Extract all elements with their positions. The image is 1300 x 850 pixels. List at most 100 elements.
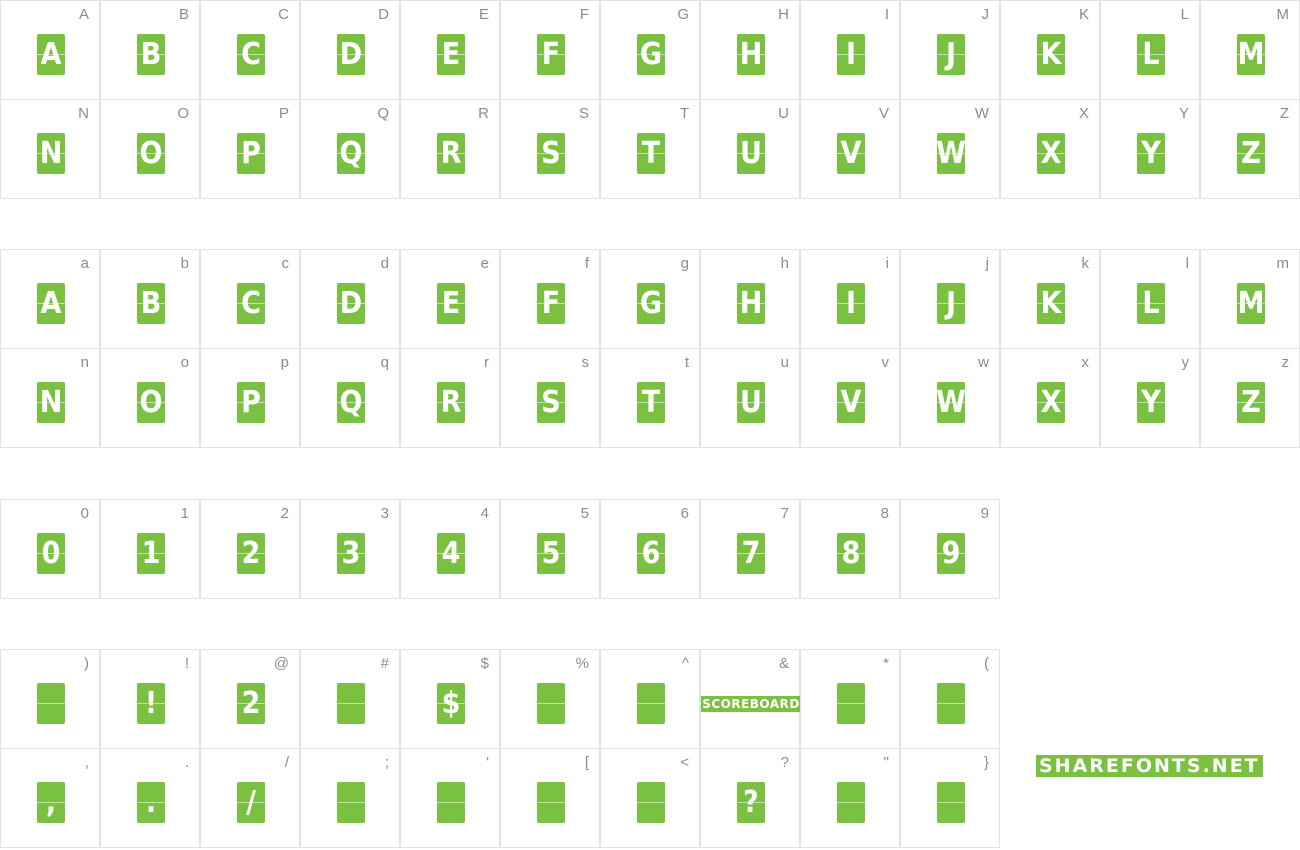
glyph-cell: ,, bbox=[0, 748, 100, 848]
sharefonts-logo[interactable]: SHAREFONTS.NET bbox=[1036, 755, 1263, 777]
glyph-label: V bbox=[878, 105, 889, 122]
flip-tile: M bbox=[1237, 34, 1265, 75]
flip-tile: A bbox=[37, 34, 65, 75]
glyph-cell: # bbox=[300, 649, 400, 749]
glyph-label: i bbox=[885, 255, 889, 272]
glyph-label: * bbox=[883, 655, 889, 672]
glyph-cell: &SCOREBOARD bbox=[700, 649, 801, 749]
flip-tile: K bbox=[1037, 34, 1065, 75]
flip-tile: L bbox=[1137, 34, 1165, 75]
flip-tile: G bbox=[637, 283, 665, 324]
flip-tile: X bbox=[1037, 133, 1065, 174]
glyph-label: @ bbox=[273, 655, 289, 672]
flip-tile: / bbox=[237, 782, 265, 823]
flip-tile: J bbox=[937, 283, 965, 324]
flip-tile: R bbox=[437, 382, 465, 423]
flip-tile: L bbox=[1137, 283, 1165, 324]
glyph-label: Q bbox=[377, 105, 389, 122]
flip-tile: F bbox=[537, 34, 565, 75]
glyph-label: F bbox=[579, 6, 589, 23]
flip-tile: H bbox=[737, 34, 765, 75]
glyph-label: A bbox=[78, 6, 89, 23]
flip-tile: I bbox=[837, 283, 865, 324]
flip-tile bbox=[437, 782, 465, 823]
glyph-label: K bbox=[1078, 6, 1089, 23]
glyph-label: 0 bbox=[80, 505, 89, 522]
flip-tile: E bbox=[437, 34, 465, 75]
flip-tile: B bbox=[137, 283, 165, 324]
flip-tile bbox=[637, 782, 665, 823]
glyph-cell: } bbox=[900, 748, 1000, 848]
glyph-label: T bbox=[679, 105, 689, 122]
flip-tile: 1 bbox=[137, 533, 165, 574]
flip-tile: 0 bbox=[37, 533, 65, 574]
glyph-label: k bbox=[1081, 255, 1090, 272]
flip-tile bbox=[537, 782, 565, 823]
flip-tile: O bbox=[137, 382, 165, 423]
glyph-label: n bbox=[80, 354, 89, 371]
glyph-label: x bbox=[1081, 354, 1090, 371]
glyph-label: J bbox=[981, 6, 990, 23]
glyph-label: g bbox=[680, 255, 689, 272]
flip-tile bbox=[337, 683, 365, 724]
flip-tile: W bbox=[937, 133, 965, 174]
flip-tile bbox=[337, 782, 365, 823]
glyph-label: X bbox=[1078, 105, 1089, 122]
glyph-label: W bbox=[974, 105, 989, 122]
glyph-label: u bbox=[780, 354, 789, 371]
flip-tile: U bbox=[737, 382, 765, 423]
flip-tile: 8 bbox=[837, 533, 865, 574]
glyph-cell: " bbox=[800, 748, 900, 848]
glyph-label: h bbox=[780, 255, 789, 272]
glyph-label: L bbox=[1180, 6, 1189, 23]
flip-tile: 6 bbox=[637, 533, 665, 574]
flip-tile: . bbox=[137, 782, 165, 823]
glyph-label: S bbox=[578, 105, 589, 122]
glyph-cell: ) bbox=[0, 649, 100, 749]
glyph-label: E bbox=[478, 6, 489, 23]
glyph-cell: $$ bbox=[400, 649, 500, 749]
glyph-label: t bbox=[684, 354, 689, 371]
glyph-label: } bbox=[983, 754, 989, 771]
symbols-grid: )!!@2#$$%^&SCOREBOARD*(,,..//;'[<??"} bbox=[0, 649, 1000, 848]
glyph-cell: [ bbox=[500, 748, 600, 848]
glyph-cell: !! bbox=[100, 649, 200, 749]
glyph-label: . bbox=[184, 754, 189, 771]
glyph-label: ? bbox=[780, 754, 789, 771]
glyph-cell: % bbox=[500, 649, 600, 749]
flip-tile: N bbox=[37, 382, 65, 423]
glyph-label: O bbox=[177, 105, 189, 122]
glyph-label: B bbox=[178, 6, 189, 23]
flip-tile bbox=[837, 683, 865, 724]
glyph-label: v bbox=[881, 354, 890, 371]
flip-tile: D bbox=[337, 283, 365, 324]
flip-tile: 4 bbox=[437, 533, 465, 574]
